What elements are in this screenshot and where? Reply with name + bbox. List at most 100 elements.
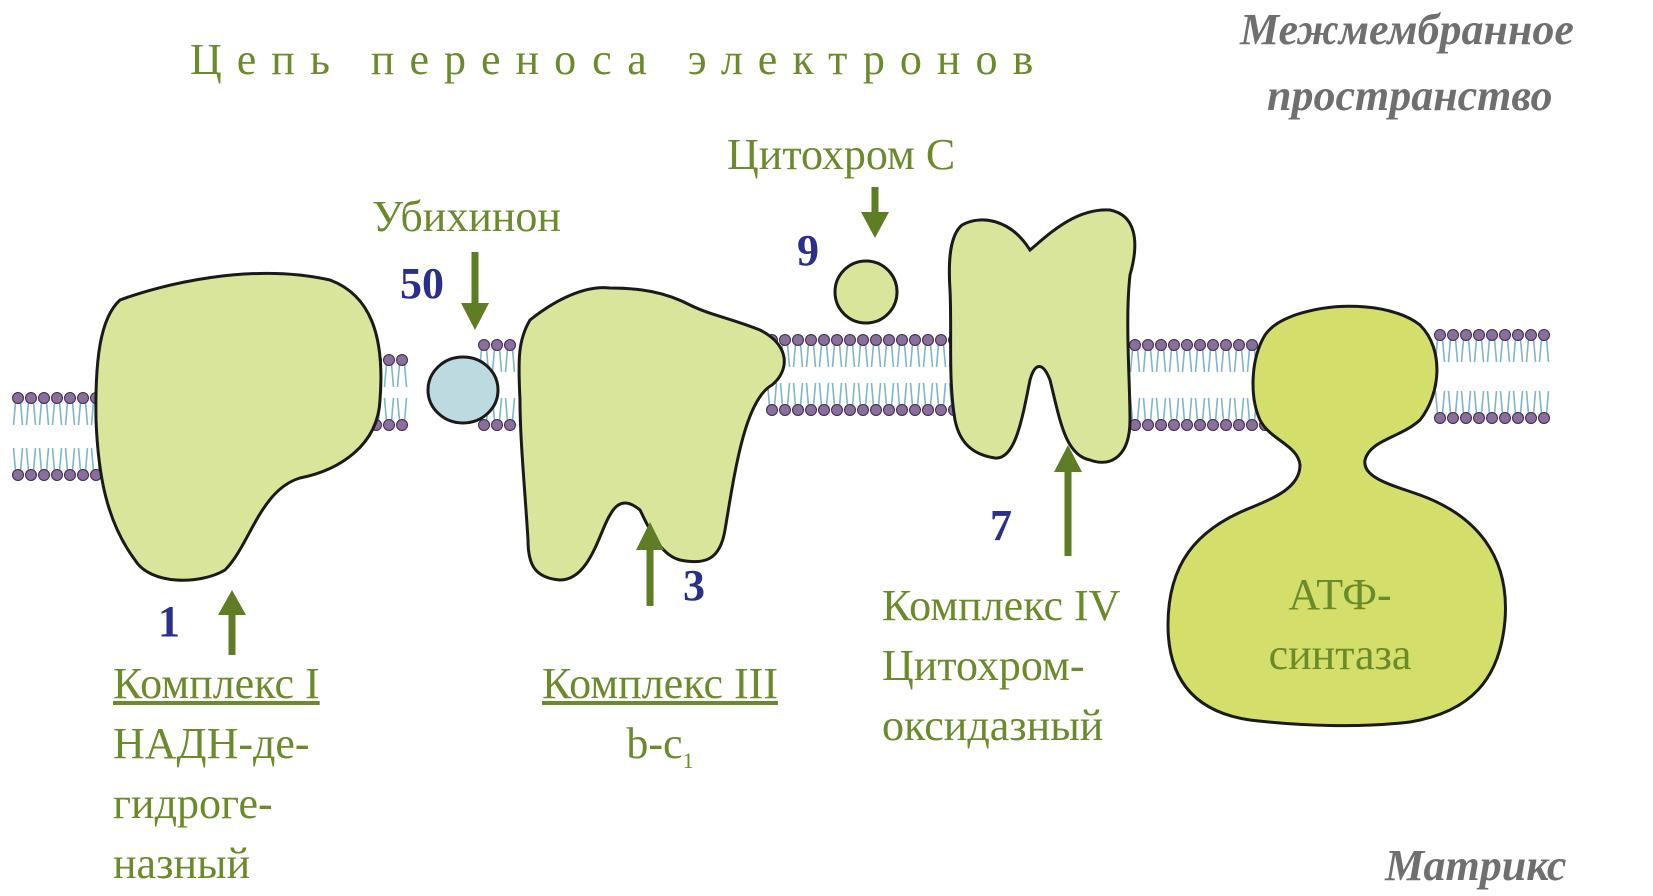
complex-i-label: Комплекс I НАДН-де- гидроге- назный (113, 654, 320, 894)
lipid-tail (47, 402, 49, 425)
lipid-tail (1209, 398, 1211, 421)
lipid-head (78, 470, 89, 481)
lipid-tail (34, 448, 36, 471)
lipid-tail (398, 398, 400, 421)
lipid-tail (385, 364, 387, 387)
lipid-tail (801, 344, 803, 367)
lipid-tail (500, 398, 502, 421)
lipid-tail (79, 402, 81, 425)
diagram-title: Цепь переноса электронов (190, 34, 1048, 85)
lipid-tail (21, 448, 23, 471)
lipid-tail (1248, 398, 1250, 421)
ubiquinone-arrow (461, 252, 489, 330)
lipid-tail (911, 344, 913, 367)
lipid-tail (1203, 398, 1205, 421)
lipid-head (52, 470, 63, 481)
lipid-tail (1157, 349, 1159, 372)
lipid-tail (1534, 391, 1536, 414)
lipid-tail (493, 349, 495, 372)
lipid-head (1169, 340, 1180, 351)
lipid-head (1221, 340, 1232, 351)
lipid-tail (905, 383, 907, 406)
complex-iv-number: 7 (990, 500, 1012, 551)
lipid-tail (1131, 349, 1133, 372)
intermembrane-space-label-line1: Межмембранное (1240, 4, 1574, 55)
lipid-head (871, 335, 882, 346)
complex-i-title: Комплекс I (113, 654, 320, 714)
lipid-head (1435, 413, 1446, 424)
lipid-tail (500, 349, 502, 372)
lipid-tail (1449, 391, 1451, 414)
lipid-head (26, 393, 37, 404)
lipid-tail (1482, 391, 1484, 414)
ubiquinone-shape (428, 357, 498, 423)
lipid-tail (53, 402, 55, 425)
lipid-head (793, 405, 804, 416)
complex-iv-shape (949, 210, 1135, 462)
lipid-tail (794, 383, 796, 406)
lipid-tail (814, 344, 816, 367)
lipid-tail (385, 398, 387, 421)
lipid-head (871, 405, 882, 416)
lipid-tail (60, 448, 62, 471)
lipid-tail (1164, 349, 1166, 372)
lipid-tail (47, 448, 49, 471)
lipid-tail (1222, 349, 1224, 372)
matrix-label: Матрикс (1385, 840, 1566, 891)
lipid-tail (820, 383, 822, 406)
lipid-tail (1495, 339, 1497, 362)
lipid-tail (820, 344, 822, 367)
cytochrome-c-label: Цитохром С (727, 130, 955, 180)
complex-iii-subtitle: b-c1 (510, 714, 810, 791)
lipid-tail (781, 383, 783, 406)
lipid-tail (872, 383, 874, 406)
cytochrome-c-number: 9 (797, 225, 819, 276)
lipid-head (806, 405, 817, 416)
lipid-tail (405, 364, 407, 387)
lipid-tail (866, 383, 868, 406)
complex-i-shape (96, 273, 381, 580)
lipid-head (1143, 420, 1154, 431)
lipid-head (1234, 340, 1245, 351)
lipid-head (897, 335, 908, 346)
lipid-tail (1456, 339, 1458, 362)
lipid-tail (846, 383, 848, 406)
lipid-head (845, 335, 856, 346)
lipid-head (819, 335, 830, 346)
lipid-tail (1501, 339, 1503, 362)
lipid-tail (879, 344, 881, 367)
lipid-head (39, 393, 50, 404)
lipid-tail (846, 344, 848, 367)
lipid-tail (1203, 349, 1205, 372)
lipid-tail (1456, 391, 1458, 414)
lipid-tail (1534, 339, 1536, 362)
lipid-tail (1436, 391, 1438, 414)
complex-i-line: НАДН-де- (113, 714, 320, 774)
lipid-tail (1216, 398, 1218, 421)
lipid-tail (833, 383, 835, 406)
lipid-tail (513, 349, 515, 372)
lipid-head (1182, 420, 1193, 431)
lipid-head (1500, 413, 1511, 424)
lipid-head (492, 420, 503, 431)
lipid-tail (1495, 391, 1497, 414)
lipid-tail (1475, 391, 1477, 414)
lipid-tail (73, 448, 75, 471)
lipid-tail (1248, 349, 1250, 372)
lipid-head (1195, 340, 1206, 351)
lipid-head (1130, 340, 1141, 351)
lipid-tail (1177, 398, 1179, 421)
lipid-tail (1157, 398, 1159, 421)
lipid-tail (833, 344, 835, 367)
lipid-tail (1514, 391, 1516, 414)
lipid-tail (885, 383, 887, 406)
lipid-head (1461, 330, 1472, 341)
lipid-head (884, 335, 895, 346)
lipid-tail (1488, 391, 1490, 414)
lipid-tail (1540, 391, 1542, 414)
lipid-tail (1527, 391, 1529, 414)
complex-iv-line: Цитохром- (882, 636, 1120, 696)
lipid-tail (506, 398, 508, 421)
lipid-tail (1469, 391, 1471, 414)
lipid-head (1539, 413, 1550, 424)
